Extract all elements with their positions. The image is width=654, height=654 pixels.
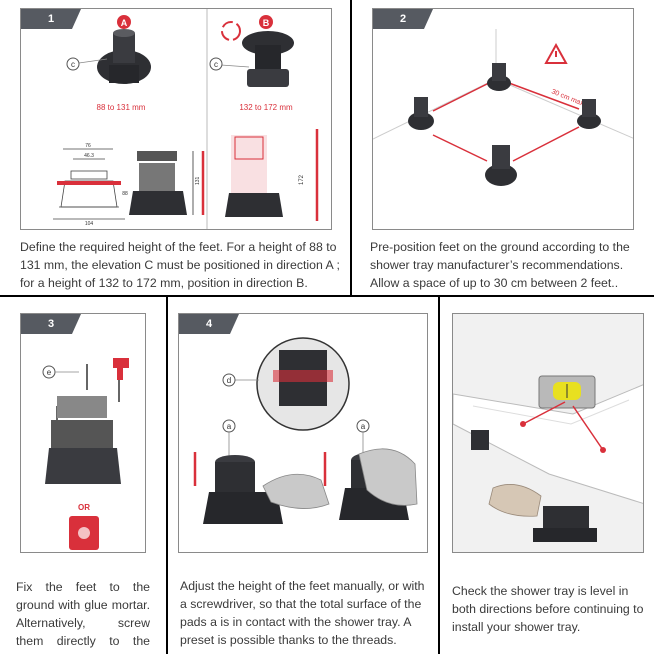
spacing-arrow-bottom-left-icon (432, 134, 488, 162)
step-3-panel: 3 e OR Fix the feet to the ground with g… (0, 297, 166, 654)
svg-text:d: d (227, 376, 231, 385)
vertical-divider-top (350, 0, 352, 296)
foot-back-icon (487, 63, 511, 91)
warning-icon (544, 42, 568, 64)
foot-under-tray-icon (533, 506, 597, 542)
horizontal-divider (0, 295, 654, 297)
level-pointer-icon (522, 401, 566, 425)
foot-under-tray-left-icon (471, 430, 489, 450)
foot-base-icon (45, 396, 121, 484)
hand-right-icon (358, 448, 418, 506)
svg-text:c: c (214, 60, 218, 69)
svg-text:c: c (71, 60, 75, 69)
step-number-badge: 4 (179, 314, 239, 334)
spirit-level-icon (538, 375, 596, 409)
marker-b-label: B (263, 18, 270, 28)
foot-right-icon (577, 99, 601, 129)
step-number-badge: 3 (21, 314, 81, 334)
step-4-illustration: 4 d a a (178, 313, 428, 553)
callout-c-b-icon (209, 57, 223, 71)
callout-c-icon (66, 57, 80, 71)
foot-extended-a-icon (129, 151, 187, 215)
foot-extended-b-icon (225, 135, 283, 217)
svg-text:e: e (47, 368, 52, 377)
range-a-label: 88 to 131 mm (97, 103, 146, 112)
step-number-badge: 1 (21, 9, 81, 29)
svg-text:172: 172 (299, 174, 305, 185)
step-5-panel: 5 Check the shower tray is level in both… (440, 297, 654, 654)
svg-text:a: a (361, 422, 366, 431)
step-2-illustration: 2 30 cm max (372, 8, 634, 230)
step-5-illustration: 5 (452, 313, 644, 553)
step-3-illustration: 3 e OR (20, 313, 146, 553)
svg-text:88: 88 (122, 191, 128, 197)
vertical-divider-bottom-right (438, 296, 440, 654)
spacing-arrow-top-right-icon (508, 82, 580, 110)
range-b-label: 132 to 172 mm (239, 103, 293, 112)
svg-text:104: 104 (85, 221, 94, 227)
svg-text:a: a (227, 422, 232, 431)
step-1-illustration: 1 A c 88 to 131 mm B (20, 8, 332, 230)
vertical-divider-bottom-left (166, 296, 168, 654)
step-5-caption: Check the shower tray is level in both d… (452, 584, 644, 634)
drill-icon (113, 358, 129, 380)
svg-text:131: 131 (195, 176, 201, 185)
step-2-panel: 2 30 cm max Pre-position feet on the gro… (352, 0, 654, 295)
svg-text:76: 76 (85, 143, 91, 149)
hand-icon (488, 484, 542, 517)
foot-left-icon (408, 97, 434, 130)
marker-a-icon (117, 15, 131, 29)
marker-b-icon (259, 15, 273, 29)
step-1-caption: Define the required height of the feet. … (20, 240, 340, 290)
foot-adjust-manual-icon (203, 455, 283, 524)
callout-d-icon (222, 373, 236, 387)
spacing-arrow-top-left-icon (432, 82, 490, 112)
step-2-caption: Pre-position feet on the ground accordin… (370, 240, 630, 290)
foot-direction-a-icon (97, 29, 151, 84)
foot-front-icon (485, 145, 517, 186)
rotate-arrow-icon (221, 21, 241, 41)
hand-left-icon (262, 473, 330, 509)
marker-a-label: A (121, 18, 128, 28)
foot-direction-b-icon (242, 31, 294, 87)
step-4-panel: 4 d a a (168, 297, 438, 654)
step-3-caption: Fix the feet to the ground with glue mor… (16, 580, 150, 654)
step-number-badge: 2 (373, 9, 433, 29)
step-4-caption: Adjust the height of the feet manually, … (180, 579, 425, 647)
spacing-arrow-bottom-right-icon (512, 126, 580, 162)
or-label: OR (78, 503, 90, 512)
svg-text:46.3: 46.3 (84, 153, 94, 159)
step-1-panel: 1 A c 88 to 131 mm B (0, 0, 350, 295)
shower-tray-icon (453, 384, 643, 504)
